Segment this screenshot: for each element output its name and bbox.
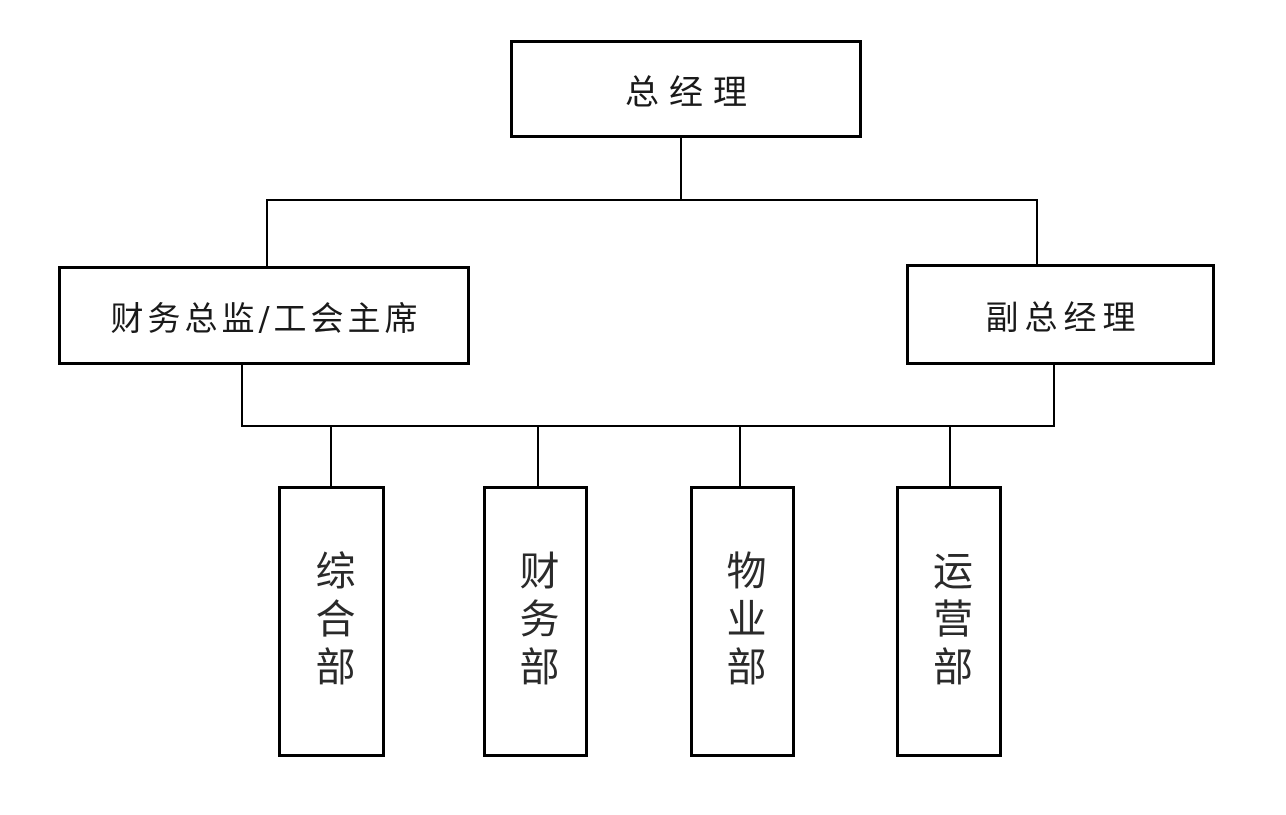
node-cfo-union-chairman: 财务总监/工会主席 — [58, 266, 470, 365]
connector-root-stem — [680, 138, 682, 200]
node-dept-property: 物业部 — [690, 486, 795, 757]
node-dept-operations-label: 运营部 — [926, 549, 972, 694]
node-general-manager-label: 总经理 — [625, 72, 757, 113]
node-deputy-general-manager-label: 副总经理 — [985, 297, 1142, 337]
node-dept-finance: 财务部 — [483, 486, 588, 757]
connector-level2-bus — [266, 199, 1038, 201]
connector-drop-dept-3 — [739, 425, 741, 486]
connector-drop-dept-2 — [537, 425, 539, 486]
connector-drop-dept-1 — [330, 425, 332, 486]
node-dept-operations: 运营部 — [896, 486, 1002, 757]
connector-drop-right-node — [1036, 199, 1038, 264]
connector-right-node-stem — [1053, 365, 1055, 427]
connector-drop-dept-4 — [949, 425, 951, 486]
node-dept-finance-label: 财务部 — [512, 549, 559, 694]
connector-drop-left-node — [266, 199, 268, 266]
node-dept-general-affairs: 综合部 — [278, 486, 385, 757]
node-deputy-general-manager: 副总经理 — [906, 264, 1215, 365]
connector-left-node-stem — [241, 365, 243, 427]
node-dept-general-affairs-label: 综合部 — [308, 549, 355, 694]
node-general-manager: 总经理 — [510, 40, 862, 138]
node-dept-property-label: 物业部 — [719, 549, 766, 694]
connector-departments-bus — [241, 425, 1055, 427]
node-cfo-union-chairman-label: 财务总监/工会主席 — [110, 298, 422, 338]
